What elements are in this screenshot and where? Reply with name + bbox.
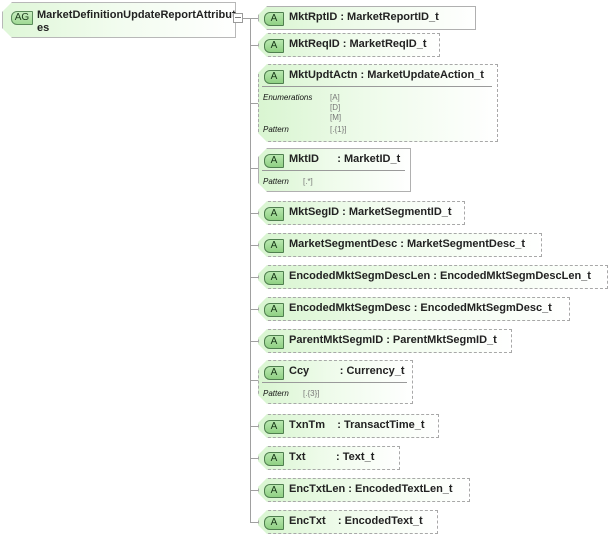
facet-separator <box>262 170 405 171</box>
attribute-node[interactable]: A MktUpdtActn : MarketUpdateAction_t Enu… <box>258 64 498 142</box>
node-frame <box>258 297 570 321</box>
connector-line <box>250 380 259 381</box>
attribute-label: MarketSegmentDesc : MarketSegmentDesc_t <box>289 238 525 250</box>
attribute-node[interactable]: A EncodedMktSegmDescLen : EncodedMktSegm… <box>258 265 608 289</box>
attribute-label: MktID : MarketID_t <box>289 153 401 165</box>
node-frame <box>258 148 411 192</box>
node-frame <box>258 360 413 404</box>
attribute-label: Txt : Text_t <box>289 451 375 463</box>
connector-line <box>250 426 259 427</box>
attribute-icon: A <box>264 154 284 168</box>
node-frame <box>258 329 512 353</box>
attribute-node[interactable]: A EncTxtLen : EncodedTextLen_t <box>258 478 470 502</box>
attribute-icon: A <box>264 452 284 466</box>
facet-separator <box>262 382 407 383</box>
attribute-group-node[interactable]: AG MarketDefinitionUpdateReportAttribute… <box>2 2 236 38</box>
connector-line <box>250 18 259 19</box>
attribute-label: MktUpdtActn : MarketUpdateAction_t <box>289 69 484 81</box>
attribute-icon: A <box>264 39 284 53</box>
node-frame <box>258 265 608 289</box>
connector-line <box>250 277 259 278</box>
node-frame <box>258 233 542 257</box>
pattern-value: [.{1}] <box>330 125 347 134</box>
enumeration-value: [D] <box>330 103 341 112</box>
enumeration-value: [M] <box>330 113 342 122</box>
attribute-icon: A <box>264 12 284 26</box>
connector-line <box>250 490 259 491</box>
facet-separator <box>262 86 492 87</box>
attribute-node[interactable]: A MktID : MarketID_t Pattern [.*] <box>258 148 411 192</box>
attribute-node[interactable]: A EncodedMktSegmDesc : EncodedMktSegmDes… <box>258 297 570 321</box>
attribute-icon: A <box>264 207 284 221</box>
node-frame <box>258 478 470 502</box>
node-frame <box>258 414 439 438</box>
enumeration-value: [A] <box>330 93 340 102</box>
connector-line <box>250 341 259 342</box>
connector-line <box>250 245 259 246</box>
tree-trunk-line <box>250 18 251 522</box>
attribute-node[interactable]: A MarketSegmentDesc : MarketSegmentDesc_… <box>258 233 542 257</box>
connector-line <box>250 522 259 523</box>
attribute-label: ParentMktSegmID : ParentMktSegmID_t <box>289 334 497 346</box>
attribute-icon: A <box>264 70 284 84</box>
attribute-node[interactable]: A ParentMktSegmID : ParentMktSegmID_t <box>258 329 512 353</box>
attribute-label: EncodedMktSegmDesc : EncodedMktSegmDesc_… <box>289 302 552 314</box>
attribute-node[interactable]: A EncTxt : EncodedText_t <box>258 510 438 534</box>
attribute-label: EncTxtLen : EncodedTextLen_t <box>289 483 453 495</box>
attribute-label: EncodedMktSegmDescLen : EncodedMktSegmDe… <box>289 270 591 282</box>
pattern-value: [.*] <box>303 177 313 186</box>
attribute-node[interactable]: A TxnTm : TransactTime_t <box>258 414 439 438</box>
attribute-label: MktRptID : MarketReportID_t <box>289 11 439 23</box>
attribute-node[interactable]: A MktSegID : MarketSegmentID_t <box>258 201 465 225</box>
attribute-icon: A <box>264 366 284 380</box>
attribute-label: Ccy : Currency_t <box>289 365 405 377</box>
node-frame <box>258 446 400 470</box>
attribute-node[interactable]: A MktReqID : MarketReqID_t <box>258 33 440 57</box>
attribute-label: MktSegID : MarketSegmentID_t <box>289 206 452 218</box>
connector-line <box>250 45 259 46</box>
node-frame <box>258 6 476 30</box>
attribute-icon: A <box>264 516 284 530</box>
pattern-value: [.{3}] <box>303 389 320 398</box>
pattern-label: Pattern <box>263 389 289 398</box>
attribute-icon: A <box>264 239 284 253</box>
attribute-group-icon: AG <box>11 11 33 25</box>
attribute-label: EncTxt : EncodedText_t <box>289 515 423 527</box>
attribute-label: MktReqID : MarketReqID_t <box>289 38 427 50</box>
node-frame <box>258 33 440 57</box>
attribute-node[interactable]: A Ccy : Currency_t Pattern [.{3}] <box>258 360 413 404</box>
connector-line <box>250 309 259 310</box>
attribute-node[interactable]: A Txt : Text_t <box>258 446 400 470</box>
attribute-icon: A <box>264 420 284 434</box>
attribute-icon: A <box>264 271 284 285</box>
attribute-icon: A <box>264 335 284 349</box>
pattern-label: Pattern <box>263 125 289 134</box>
attribute-node[interactable]: A MktRptID : MarketReportID_t <box>258 6 476 30</box>
connector-line <box>250 103 259 104</box>
connector-line <box>250 168 259 169</box>
node-frame <box>258 510 438 534</box>
attribute-group-title: MarketDefinitionUpdateReportAttributes <box>37 9 236 34</box>
attribute-icon: A <box>264 484 284 498</box>
connector-line <box>242 18 251 19</box>
node-frame <box>258 201 465 225</box>
connector-line <box>250 458 259 459</box>
connector-line <box>250 213 259 214</box>
node-frame <box>258 64 498 142</box>
attribute-icon: A <box>264 303 284 317</box>
attribute-label: TxnTm : TransactTime_t <box>289 419 425 431</box>
pattern-label: Pattern <box>263 177 289 186</box>
enumerations-label: Enumerations <box>263 93 313 102</box>
